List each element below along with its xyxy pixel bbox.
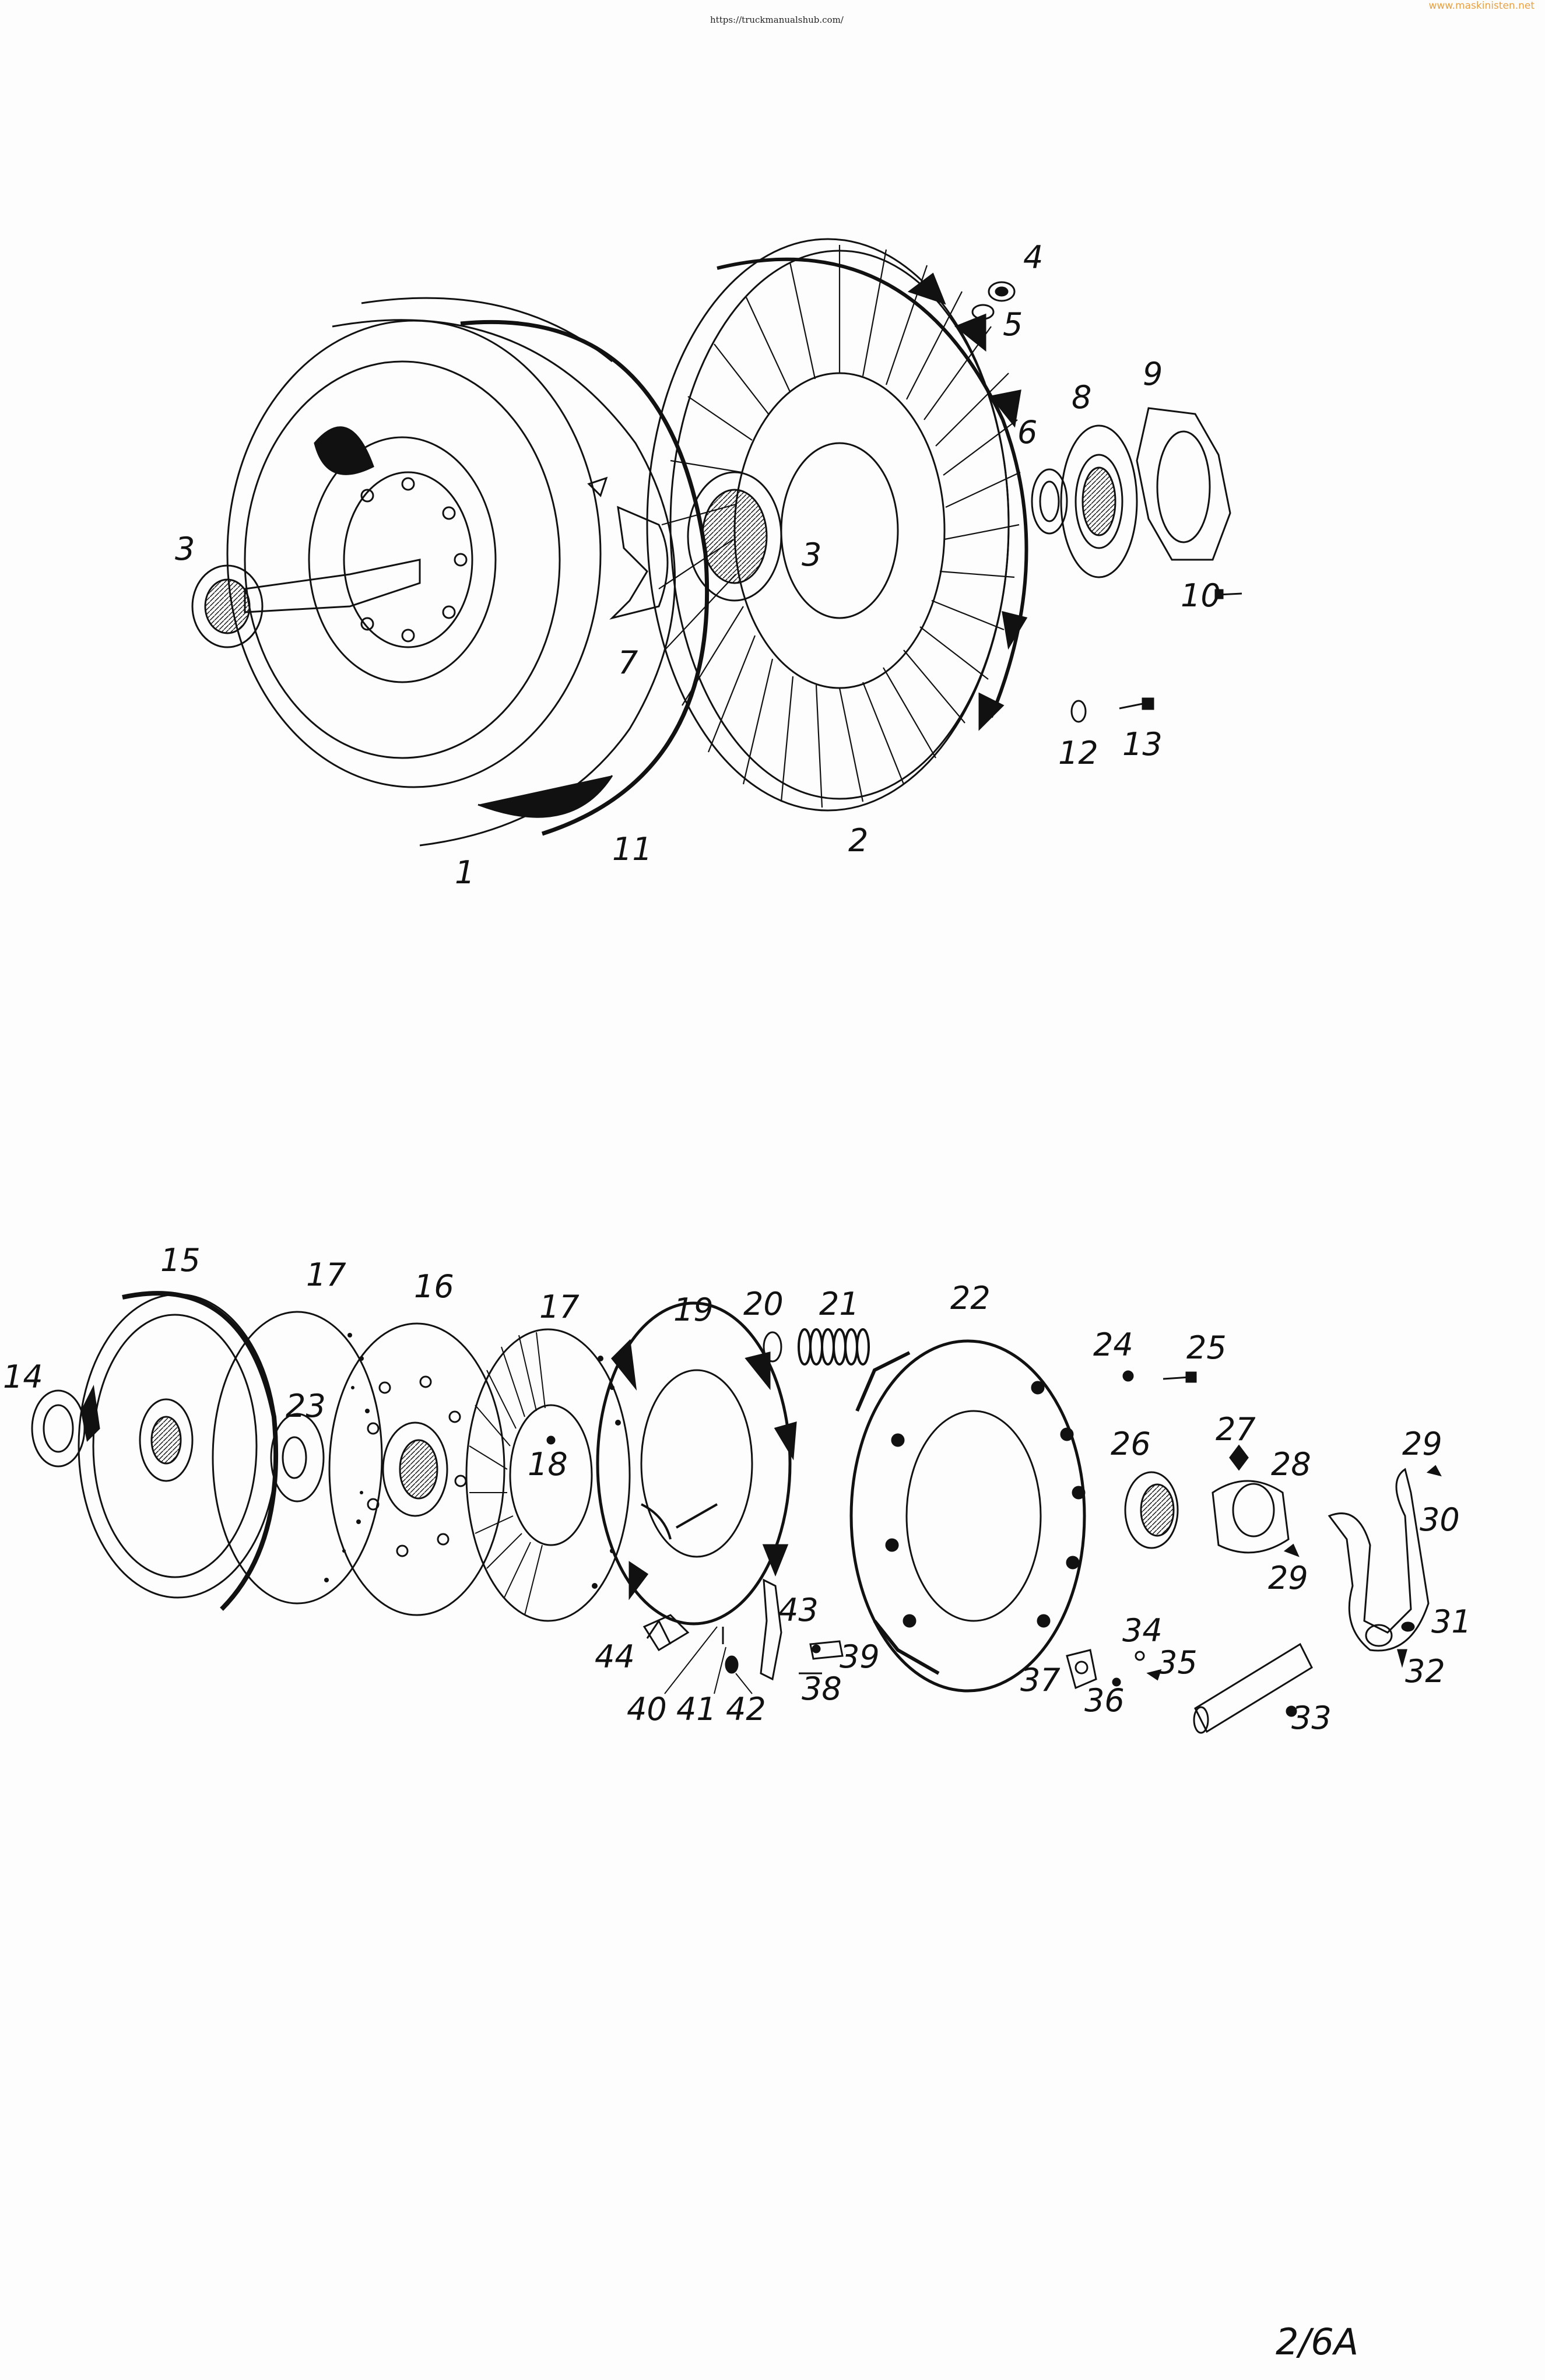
callout-5: 5 [1003, 306, 1023, 343]
part-2-impeller [646, 238, 1028, 812]
lower-assembly [31, 1291, 1442, 1734]
part-26-bearing [1124, 1471, 1179, 1549]
part-25-bolt [1163, 1371, 1197, 1383]
part-30-fork [1328, 1468, 1430, 1652]
callout-2: 2 [848, 822, 868, 859]
part-14-ring [31, 1389, 86, 1468]
callout-3a: 3 [175, 531, 195, 567]
part-6-seal [1031, 468, 1068, 535]
source-url[interactable]: https://truckmanualshub.com/ [710, 15, 844, 25]
part-29-screw-a [1426, 1465, 1442, 1477]
callout-17b: 17 [539, 1289, 580, 1325]
page-number: 2/6A [1276, 2321, 1359, 2363]
callout-16: 16 [414, 1268, 454, 1305]
part-42-roller [725, 1655, 739, 1674]
callout-19: 19 [673, 1291, 714, 1328]
callout-29b: 29 [1268, 1560, 1308, 1596]
part-28-sleeve [1212, 1480, 1290, 1554]
part-20-washer [763, 1331, 782, 1363]
part-31-washer [1401, 1621, 1415, 1632]
part-7-clip [587, 476, 669, 620]
part-9-gasket [1136, 407, 1231, 561]
callout-28: 28 [1271, 1446, 1311, 1483]
callout-39: 39 [840, 1638, 880, 1675]
part-10-screw [1214, 589, 1242, 599]
callout-29a: 29 [1402, 1426, 1442, 1462]
part-1-housing [191, 297, 676, 847]
callout-33: 33 [1291, 1700, 1332, 1736]
callout-7: 7 [618, 644, 638, 681]
part-36-washer [1112, 1677, 1121, 1687]
callout-44: 44 [595, 1638, 635, 1675]
part-8-flange [1060, 424, 1138, 578]
part-5-washer [971, 304, 995, 320]
part-33-shaft [1193, 1642, 1313, 1734]
part-11-seal-ring [460, 320, 710, 836]
part-43-lever [760, 1578, 782, 1681]
callout-14: 14 [3, 1359, 43, 1395]
callout-21: 21 [819, 1286, 859, 1322]
part-4-plug [988, 281, 1016, 302]
callout-22: 22 [950, 1280, 991, 1317]
part-35-clip [1146, 1669, 1162, 1681]
callout-36: 36 [1084, 1682, 1125, 1719]
callout-34: 34 [1122, 1612, 1163, 1649]
callout-32: 32 [1405, 1653, 1445, 1690]
part-16-plate [328, 1322, 505, 1616]
callout-27: 27 [1216, 1411, 1256, 1448]
part-32-bolt [1397, 1649, 1407, 1668]
callout-10: 10 [1181, 577, 1221, 614]
part-19-cover [596, 1301, 797, 1626]
callout-40: 40 [627, 1691, 667, 1728]
part-37-bracket [1066, 1649, 1097, 1690]
callout-41: 41 [676, 1691, 717, 1728]
part-12-washer [1070, 700, 1087, 723]
part-27-fitting [1229, 1444, 1249, 1471]
part-15-housing [78, 1291, 279, 1611]
callout-24: 24 [1093, 1326, 1133, 1363]
part-17-disc-a [212, 1311, 383, 1605]
callout-18: 18 [528, 1446, 568, 1483]
leader-lines [664, 1626, 753, 1694]
callout-38: 38 [802, 1670, 842, 1707]
part-44-strut [642, 1614, 690, 1652]
callout-35: 35 [1157, 1644, 1198, 1681]
callout-12: 12 [1058, 735, 1098, 771]
watermark-link[interactable]: www.maskinisten.net [1428, 0, 1535, 12]
part-22-housing [849, 1339, 1086, 1693]
part-13-bolt [1119, 697, 1154, 710]
callout-4: 4 [1023, 239, 1043, 276]
callout-25: 25 [1186, 1329, 1227, 1366]
callout-37: 37 [1020, 1662, 1061, 1698]
callout-13: 13 [1122, 726, 1163, 763]
callout-43: 43 [778, 1592, 819, 1628]
callout-1: 1 [455, 854, 475, 891]
callout-6: 6 [1017, 414, 1037, 451]
part-39-adjuster [809, 1640, 844, 1660]
callout-8: 8 [1072, 379, 1091, 416]
callout-23: 23 [286, 1388, 326, 1424]
callout-11: 11 [612, 831, 652, 868]
callout-17a: 17 [306, 1256, 346, 1293]
upper-assembly [191, 238, 1242, 847]
part-34-pin [1135, 1651, 1145, 1661]
callout-42: 42 [726, 1691, 766, 1728]
callout-9: 9 [1143, 356, 1163, 392]
part-29-screw-b [1283, 1543, 1300, 1557]
callout-20: 20 [743, 1286, 784, 1322]
part-21-spring [798, 1328, 870, 1365]
part-17-disc-b [465, 1328, 631, 1622]
callout-3b: 3 [802, 536, 821, 573]
callout-26: 26 [1111, 1426, 1151, 1462]
callout-31: 31 [1431, 1603, 1472, 1640]
callout-30: 30 [1420, 1501, 1460, 1538]
part-24-nut [1122, 1370, 1134, 1382]
callout-labels: 1 2 3 3 4 5 6 7 8 9 10 11 12 13 14 15 16… [3, 239, 1472, 1736]
callout-15: 15 [160, 1242, 201, 1279]
